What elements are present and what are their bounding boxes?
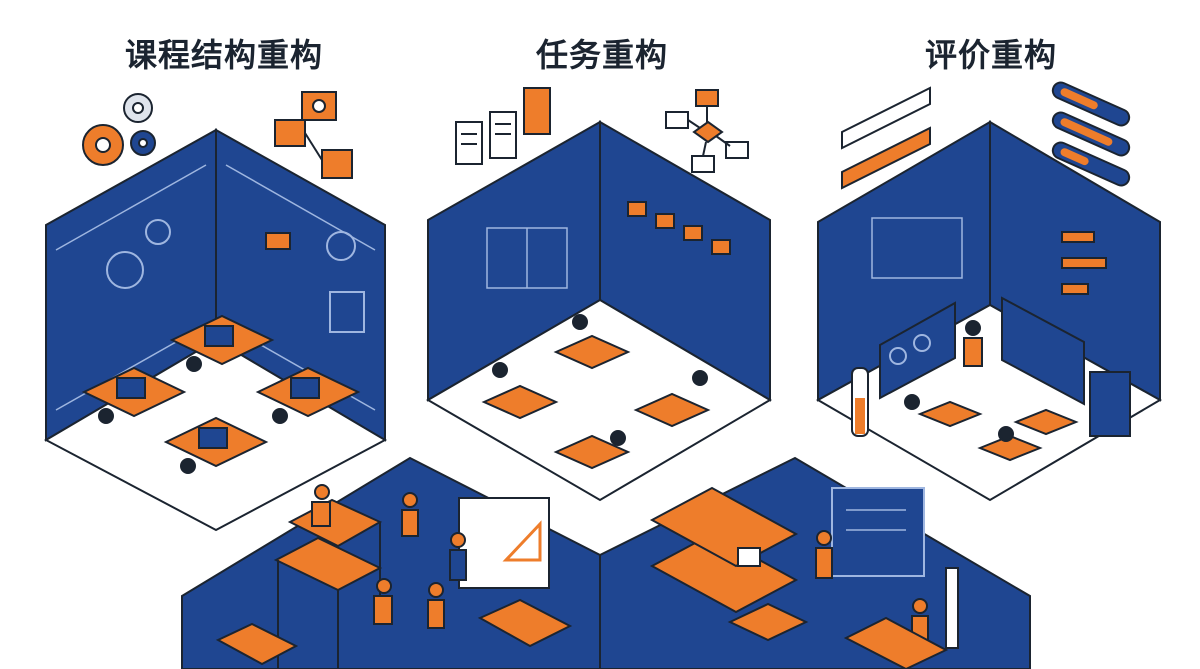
progress-bars-icon <box>1051 81 1131 187</box>
section-curriculum-desks <box>81 314 361 474</box>
section-evaluation-room <box>815 120 1163 502</box>
section-task-room <box>426 120 772 502</box>
section-title-curriculum: 课程结构重构 <box>125 36 324 74</box>
section-title-evaluation: 评价重构 <box>925 36 1058 74</box>
workers <box>311 484 929 647</box>
section-task-tables <box>481 314 711 470</box>
section-title-task: 任务重构 <box>536 36 669 74</box>
flowchart-icon <box>665 89 749 173</box>
documents-icon <box>455 87 551 165</box>
workbenches-and-shelves <box>215 486 959 669</box>
org-chart-icon <box>274 91 353 179</box>
ruler-icon <box>841 86 931 190</box>
gears-icon <box>82 93 156 166</box>
section-evaluation-people <box>904 320 1079 462</box>
